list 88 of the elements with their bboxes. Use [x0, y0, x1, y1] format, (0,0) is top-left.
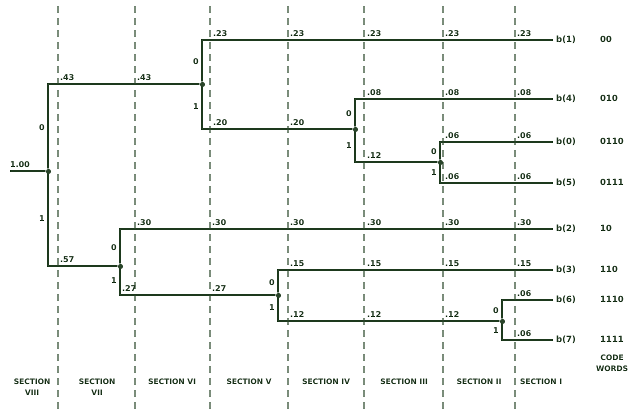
code-word: 0111 [600, 178, 624, 188]
probability-value: .23 [290, 29, 304, 39]
edge-label: 0 [268, 278, 276, 286]
probability-value: .08 [367, 88, 382, 98]
tree-branch [201, 86, 352, 130]
tree-branch [354, 132, 438, 163]
probability-value: .23 [213, 29, 228, 39]
junction-dot [118, 264, 122, 268]
probability-value: 1.00 [10, 160, 30, 170]
probability-value: .30 [445, 218, 460, 228]
probability-value: .20 [213, 118, 228, 128]
edge-label: 0 [492, 306, 500, 314]
probability-value: .06 [517, 289, 532, 299]
edge-label: 0 [110, 242, 118, 252]
probability-value: .06 [517, 329, 532, 339]
probability-value: .57 [60, 255, 74, 265]
symbol-label: b(2) [556, 224, 576, 234]
tree-branch [501, 324, 553, 341]
code-word: 0110 [600, 137, 624, 147]
symbol-label: b(7) [556, 335, 576, 345]
edge-label: 1 [192, 102, 200, 110]
tree-branch [10, 170, 46, 172]
probability-value: .15 [445, 259, 460, 269]
probability-value: .23 [517, 29, 532, 39]
probability-value: .06 [445, 172, 460, 182]
probability-value: .12 [290, 310, 304, 320]
edge-label: 1 [110, 276, 118, 284]
code-word: 1111 [600, 335, 624, 345]
probability-value: .30 [290, 218, 304, 228]
tree-branch [47, 83, 200, 168]
edge-label: 0 [345, 109, 353, 118]
tree-branch [119, 268, 276, 296]
edge-label: 1 [268, 303, 276, 312]
probability-value: .08 [445, 88, 460, 98]
junction-dot [46, 168, 50, 174]
code-word: 10 [600, 224, 612, 234]
tree-branch [277, 298, 500, 322]
code-word: 00 [600, 35, 612, 45]
tree-branch [277, 269, 553, 292]
probability-value: .06 [517, 172, 532, 182]
probability-value: .23 [367, 29, 382, 39]
tree-branch [439, 141, 553, 160]
probability-value: .12 [367, 151, 382, 161]
probability-value: .12 [367, 310, 382, 320]
junction-dot [276, 292, 280, 298]
junction-dot [200, 82, 204, 86]
symbol-label: b(0) [556, 137, 576, 147]
probability-value: .15 [367, 259, 382, 269]
symbol-label: b(4) [556, 94, 576, 104]
probability-value: .08 [517, 88, 532, 98]
probability-value: .30 [517, 218, 532, 228]
probability-value: .30 [212, 218, 226, 228]
edge-label: 0 [430, 147, 438, 156]
probability-value: .43 [60, 73, 74, 83]
edge-label: 0 [192, 57, 200, 66]
junction-dot [500, 318, 504, 324]
edge-label: 1 [345, 140, 353, 150]
symbol-label: b(1) [556, 35, 576, 45]
tree-branch [501, 299, 553, 318]
tree-branch [439, 164, 553, 184]
probability-value: .23 [445, 29, 460, 39]
tree-branch [119, 228, 553, 264]
probability-value: .27 [212, 284, 226, 294]
symbol-label: b(6) [556, 295, 576, 305]
code-word: 1110 [600, 295, 624, 305]
probability-value: .15 [290, 259, 304, 269]
tree-branch [201, 39, 553, 82]
probability-value: .06 [445, 131, 460, 141]
code-word: 110 [600, 265, 618, 275]
junction-dot [438, 160, 442, 164]
tree-branch [354, 98, 553, 126]
probability-value: .15 [517, 259, 532, 269]
edge-label: 1 [430, 168, 438, 176]
code-word: 010 [600, 94, 618, 104]
probability-value: .06 [517, 131, 532, 141]
edge-label: 1 [38, 214, 46, 222]
probability-value: .12 [445, 310, 460, 320]
symbol-label: b(5) [556, 178, 576, 188]
probability-value: .43 [137, 73, 152, 83]
symbol-label: b(3) [556, 265, 576, 275]
edge-label: 1 [492, 326, 500, 334]
probability-value: .20 [290, 118, 304, 128]
probability-value: .27 [122, 284, 136, 294]
edge-label: 0 [38, 122, 46, 132]
tree-branch [47, 174, 118, 267]
junction-dot [352, 126, 358, 132]
probability-value: .30 [137, 218, 152, 228]
probability-value: .30 [367, 218, 382, 228]
